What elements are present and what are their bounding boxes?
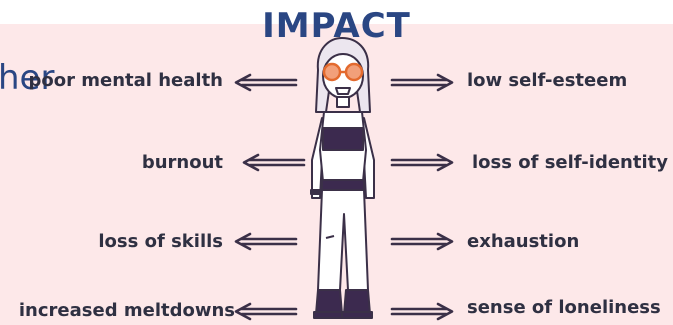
arrow-right-1 [392,75,452,90]
arrow-right-4 [392,304,452,319]
arrow-left-4 [236,304,296,319]
arrow-left-2 [244,155,304,170]
arrow-left-1 [236,75,296,90]
person-illustration [311,38,374,318]
arrow-left-3 [236,234,296,249]
arrow-right-2 [392,155,452,170]
arrow-right-3 [392,234,452,249]
